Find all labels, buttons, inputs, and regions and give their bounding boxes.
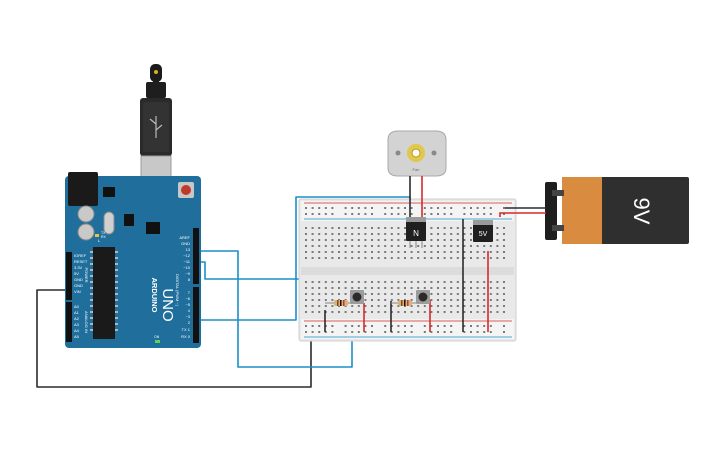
breadboard-holes bbox=[305, 207, 505, 333]
pin-label: A5 bbox=[74, 334, 80, 339]
power-rail-top[interactable] bbox=[301, 201, 514, 221]
pin-label: RX 0 bbox=[181, 334, 191, 339]
pin-label: ~3 bbox=[185, 314, 190, 319]
pin-label: A2 bbox=[74, 316, 80, 321]
pin-label: ~6 bbox=[185, 296, 190, 301]
pin-label: GND bbox=[74, 283, 83, 288]
dc-motor[interactable]: Fan bbox=[387, 130, 447, 177]
pin-label: ~11 bbox=[184, 259, 191, 264]
center-channel bbox=[301, 267, 514, 275]
power-jack bbox=[68, 172, 98, 206]
power-section-label: POWER bbox=[84, 267, 89, 282]
pin-label: A1 bbox=[74, 310, 80, 315]
arduino-brand-text: ARDUINO bbox=[150, 278, 159, 313]
motor-label: Fan bbox=[413, 167, 420, 172]
pin-label: 5V bbox=[74, 271, 79, 276]
led-on bbox=[155, 340, 160, 343]
wire-pin12-button[interactable] bbox=[195, 250, 353, 368]
voltage-regulator[interactable]: 5V bbox=[473, 220, 493, 242]
pin-label: VIN bbox=[74, 289, 81, 294]
battery-label: 9V bbox=[629, 198, 654, 225]
digital-header-top[interactable] bbox=[193, 228, 199, 284]
resistor-2[interactable] bbox=[391, 300, 420, 306]
pin-label: A4 bbox=[74, 328, 80, 333]
pin-label: ~10 bbox=[183, 265, 191, 270]
atmega-chip bbox=[93, 247, 115, 339]
breadboard[interactable] bbox=[298, 198, 517, 342]
digital-section-label: DIGITAL (PWM ~) bbox=[175, 274, 180, 307]
transistor-npn[interactable]: N bbox=[406, 217, 426, 248]
pin-label: GND bbox=[181, 241, 190, 246]
led-l-label: L bbox=[98, 238, 101, 243]
pin-label: RESET bbox=[74, 259, 88, 264]
capacitor bbox=[77, 223, 95, 241]
battery-9v[interactable]: 9V bbox=[545, 177, 689, 244]
wire-battery-positive[interactable] bbox=[499, 212, 546, 217]
arduino-uno-board[interactable]: ARDUINO UNO DIGITAL (PWM ~) POWER ANALOG… bbox=[65, 172, 201, 348]
power-rail-bottom[interactable] bbox=[301, 319, 514, 339]
pin-label: ~5 bbox=[185, 302, 190, 307]
pin-label: 8 bbox=[188, 277, 191, 282]
transistor-label: N bbox=[413, 229, 419, 238]
pin-label: 3.3V bbox=[74, 265, 83, 270]
led-tx-label: TX bbox=[101, 231, 106, 235]
arduino-model-text: UNO bbox=[159, 288, 176, 321]
pin-label: TX 1 bbox=[182, 327, 191, 332]
led-on-label: ON bbox=[154, 335, 160, 339]
usb-cable[interactable] bbox=[140, 64, 172, 187]
push-button-2[interactable] bbox=[416, 290, 430, 304]
analog-header[interactable] bbox=[66, 302, 72, 342]
pin-label: 2 bbox=[188, 320, 191, 325]
pin-label: GND bbox=[74, 277, 83, 282]
pin-label: 7 bbox=[188, 290, 191, 295]
pin-label: 4 bbox=[188, 308, 191, 313]
pin-label: 13 bbox=[186, 247, 191, 252]
pin-label: ~9 bbox=[185, 271, 190, 276]
pin-label: A3 bbox=[74, 322, 80, 327]
analog-section-label: ANALOG IN bbox=[84, 311, 89, 333]
pin-label: IOREF bbox=[74, 253, 87, 258]
pin-label: AREF bbox=[179, 235, 190, 240]
led-l bbox=[95, 234, 99, 237]
wire-ground-loop[interactable] bbox=[36, 289, 312, 388]
led-rx-label: RX bbox=[101, 235, 107, 239]
capacitor bbox=[77, 205, 95, 223]
push-button-1[interactable] bbox=[350, 290, 364, 304]
pin-label: A0 bbox=[74, 304, 80, 309]
crystal bbox=[103, 211, 115, 235]
pin-label: ~12 bbox=[183, 253, 191, 258]
regulator-label: 5V bbox=[479, 231, 488, 238]
usb-symbol-icon bbox=[149, 116, 163, 138]
power-header[interactable] bbox=[66, 252, 72, 300]
digital-header-bottom[interactable] bbox=[193, 287, 199, 343]
